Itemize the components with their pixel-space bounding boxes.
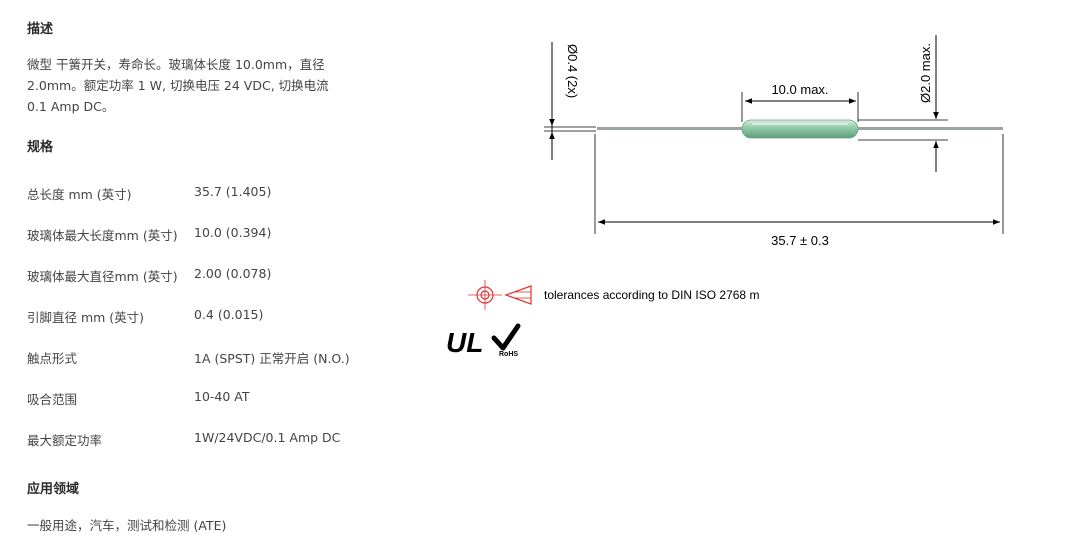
spec-value: 1W/24VDC/0.1 Amp DC xyxy=(194,430,341,445)
spec-label: 吸合范围 xyxy=(27,392,78,407)
spec-value: 35.7 (1.405) xyxy=(194,184,272,199)
ul-mark-icon: UL xyxy=(446,327,483,358)
lead-diameter-dimension: Ø0.4 (2x) xyxy=(544,42,596,160)
glass-length-label: 10.0 max. xyxy=(771,82,828,97)
spec-value: 2.00 (0.078) xyxy=(194,266,272,281)
projection-symbol-icon xyxy=(468,280,532,310)
svg-text:RoHS: RoHS xyxy=(499,351,518,358)
application-text: 一般用途，汽车，测试和检测 (ATE) xyxy=(27,518,227,533)
tolerance-note: tolerances according to DIN ISO 2768 m xyxy=(544,288,759,302)
description-line: 0.1 Amp DC。 xyxy=(27,99,115,114)
description-text: 微型 干簧开关，寿命长。玻璃体长度 10.0mm，直径 2.0mm。额定功率 1… xyxy=(27,54,372,117)
svg-text:UL: UL xyxy=(446,327,483,358)
description-heading: 描述 xyxy=(27,22,54,37)
spec-label: 最大额定功率 xyxy=(27,433,103,448)
rohs-check-icon: RoHS xyxy=(491,323,521,358)
spec-value: 0.4 (0.015) xyxy=(194,307,264,322)
spec-label: 总长度 mm (英寸) xyxy=(27,187,132,202)
glass-body xyxy=(741,119,859,139)
lead-left xyxy=(597,127,745,130)
lead-right xyxy=(855,127,1003,130)
spec-value: 10.0 (0.394) xyxy=(194,225,272,240)
application-heading: 应用领域 xyxy=(27,482,80,497)
spec-label: 引脚直径 mm (英寸) xyxy=(27,310,145,325)
description-line: 微型 干簧开关，寿命长。玻璃体长度 10.0mm，直径 xyxy=(27,57,325,72)
spec-label: 玻璃体最大直径mm (英寸) xyxy=(27,269,178,284)
spec-value: 1A (SPST) 正常开启 (N.O.) xyxy=(194,351,350,366)
spec-value: 10-40 AT xyxy=(194,389,250,404)
description-line: 2.0mm。额定功率 1 W, 切换电压 24 VDC, 切换电流 xyxy=(27,78,329,93)
specs-heading: 规格 xyxy=(27,140,54,155)
glass-length-dimension: 10.0 max. xyxy=(741,82,859,122)
spec-label: 玻璃体最大长度mm (英寸) xyxy=(27,228,178,243)
glass-diameter-dimension: Ø2.0 max. xyxy=(858,35,948,172)
spec-label: 触点形式 xyxy=(27,351,78,366)
glass-diameter-label: Ø2.0 max. xyxy=(918,43,933,103)
total-length-dimension: 35.7 ± 0.3 xyxy=(594,134,1004,248)
lead-diameter-label: Ø0.4 (2x) xyxy=(565,44,580,98)
total-length-label: 35.7 ± 0.3 xyxy=(771,233,829,248)
